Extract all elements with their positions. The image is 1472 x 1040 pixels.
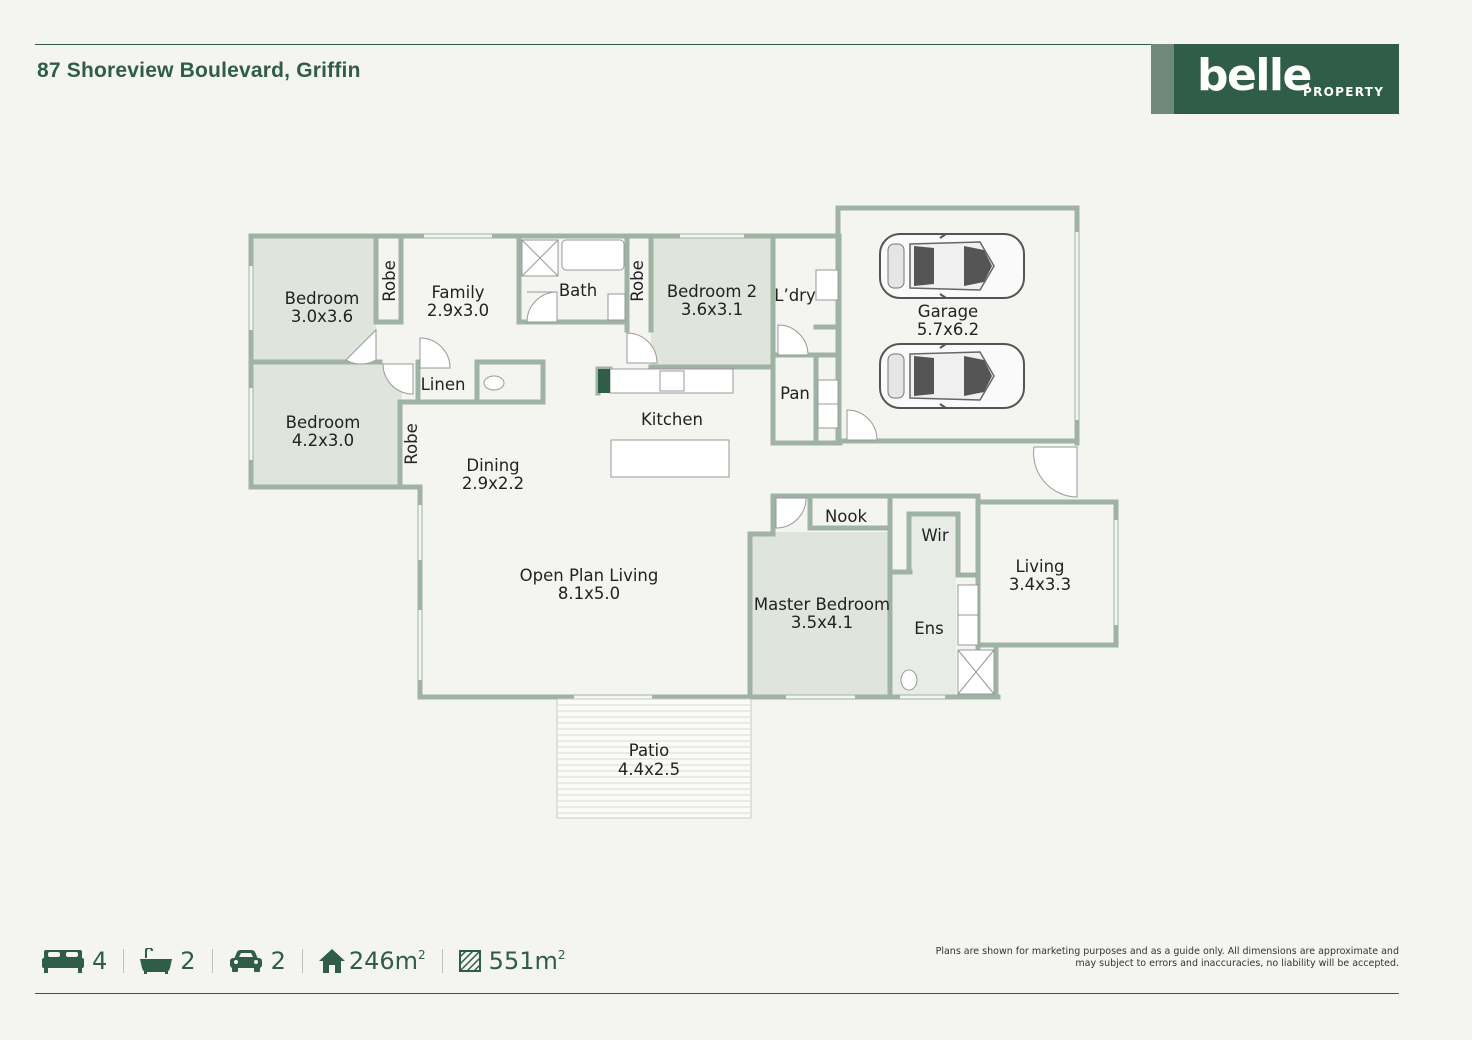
wir-fill <box>909 514 959 572</box>
label-robe-c: Robe <box>402 423 421 464</box>
ensuite-toilet <box>900 669 918 691</box>
car-icon-top <box>879 233 1025 299</box>
size-bedroom-b: 4.2x3.0 <box>292 431 354 450</box>
size-family: 2.9x3.0 <box>427 301 489 320</box>
laundry-sink <box>815 269 839 301</box>
house-icon <box>318 949 345 973</box>
stat-land-area: 551m2 <box>458 947 566 975</box>
label-linen: Linen <box>421 375 466 394</box>
car-icon-bottom <box>879 343 1025 409</box>
label-bedroom-2: Bedroom 2 <box>667 282 757 301</box>
land-area-icon <box>458 950 481 972</box>
bed-icon <box>42 950 84 973</box>
stat-divider <box>211 949 213 973</box>
property-address: 87 Shoreview Boulevard, Griffin <box>37 59 361 82</box>
house-area-exponent: 2 <box>418 948 426 962</box>
label-family: Family <box>431 283 484 302</box>
property-stats: 4 2 2 246m2 <box>42 944 566 978</box>
car-icon <box>229 950 262 972</box>
stat-divider <box>123 949 125 973</box>
label-kitchen: Kitchen <box>641 410 703 429</box>
size-open-plan: 8.1x5.0 <box>558 584 620 603</box>
label-laundry: L’dry <box>774 286 816 305</box>
land-area-exponent: 2 <box>557 948 566 962</box>
disclaimer-text: Plans are shown for marketing purposes a… <box>935 946 1399 969</box>
windows <box>249 232 1118 699</box>
bath-icon <box>140 948 173 974</box>
label-dining: Dining <box>466 456 519 475</box>
cars-count: 2 <box>270 947 286 975</box>
master-bedroom-fill <box>750 532 892 695</box>
land-area-value: 551m2 <box>489 947 566 975</box>
stat-divider <box>301 949 303 973</box>
label-nook: Nook <box>825 507 868 526</box>
patio-deck <box>556 698 752 819</box>
beds-count: 4 <box>92 947 108 975</box>
size-garage: 5.7x6.2 <box>917 320 979 339</box>
wc-toilet <box>483 375 505 391</box>
stat-car-spaces: 2 <box>229 947 286 975</box>
size-patio: 4.4x2.5 <box>618 760 680 779</box>
bathtub <box>561 239 625 271</box>
logo-wordmark: belle <box>1197 50 1312 101</box>
stat-bedrooms: 4 <box>42 947 107 975</box>
size-bedroom-a: 3.0x3.6 <box>291 307 353 326</box>
size-dining: 2.9x2.2 <box>462 474 524 493</box>
room-labels: Bedroom 3.0x3.6 Robe Family 2.9x3.0 Bath… <box>285 260 1071 779</box>
bedroom-b-fill <box>252 364 402 485</box>
label-patio: Patio <box>629 741 669 760</box>
house-area-value: 246m2 <box>349 947 426 975</box>
label-garage: Garage <box>918 302 978 321</box>
ensuite-vanity-top <box>957 584 979 616</box>
doors <box>345 291 1078 529</box>
label-master-bedroom: Master Bedroom <box>754 595 890 614</box>
label-bath: Bath <box>559 281 597 300</box>
size-bedroom-2: 3.6x3.1 <box>681 300 743 319</box>
house-area-number: 246m <box>348 947 419 975</box>
label-robe-a: Robe <box>380 260 399 301</box>
label-robe-b: Robe <box>628 260 647 301</box>
size-living: 3.4x3.3 <box>1009 575 1071 594</box>
label-wir: Wir <box>921 526 949 545</box>
label-ensuite: Ens <box>914 619 943 638</box>
belle-property-logo: belle PROPERTY <box>1151 44 1399 114</box>
logo-stripe <box>1151 44 1174 114</box>
bedroom-a-fill <box>252 237 376 361</box>
bottom-rule <box>35 993 1399 994</box>
baths-count: 2 <box>180 947 196 975</box>
size-master-bedroom: 3.5x4.1 <box>791 613 853 632</box>
ensuite-vanity-bottom <box>957 614 979 646</box>
pantry-shelf-top <box>817 379 839 405</box>
label-living: Living <box>1015 557 1064 576</box>
pantry-shelf-bottom <box>817 403 839 429</box>
bedroom-2-fill <box>651 237 773 367</box>
label-pantry: Pan <box>780 384 810 403</box>
stat-bathrooms: 2 <box>140 947 196 975</box>
top-rule <box>35 44 1399 45</box>
logo-subtitle: PROPERTY <box>1303 85 1385 99</box>
kitchen-bench-end <box>598 369 610 393</box>
land-area-number: 551m <box>488 947 558 975</box>
stat-divider <box>441 949 443 973</box>
label-open-plan: Open Plan Living <box>520 566 659 585</box>
kitchen-island <box>610 439 730 478</box>
bath-vanity <box>607 293 626 321</box>
stat-house-area: 246m2 <box>318 947 426 975</box>
label-bedroom-a: Bedroom <box>285 289 360 308</box>
cooktop <box>659 370 685 392</box>
label-bedroom-b: Bedroom <box>286 413 361 432</box>
fixtures <box>483 239 995 695</box>
